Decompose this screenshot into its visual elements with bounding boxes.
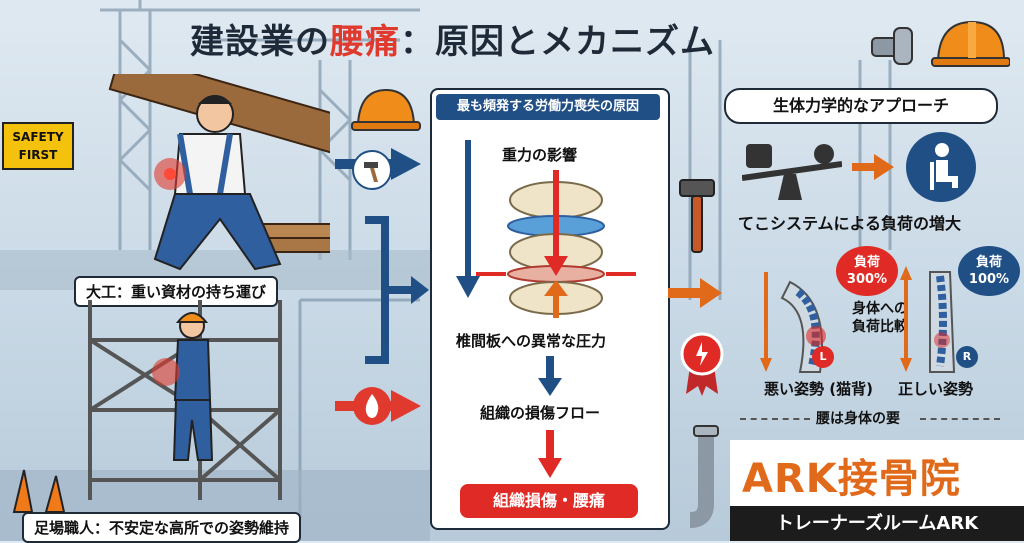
carpenter-label: 大工：重い資材の持ち運び [74,276,279,307]
brand-name: ARK接骨院 [742,456,961,502]
flow-arrow-1 [538,356,562,396]
result-badge: 組織損傷・腰痛 [460,484,638,518]
good-posture-label: 正しい姿勢 [898,380,974,398]
flow-arrow-2 [538,430,562,478]
divider [740,418,810,420]
good-load-label: 負荷 [975,255,1002,270]
core-label: 腰は身体の要 [816,411,900,427]
compare-line1: 身体への [852,301,908,317]
title-accent: 腰痛 [330,22,400,62]
compare-line2: 負荷比較 [852,319,908,335]
scaffold-label: 足場職人：不安定な高所での姿勢維持 [22,512,302,543]
good-posture-spine [900,266,956,373]
sign-line2: FIRST [18,148,58,162]
biomech-header: 生体力学的なアプローチ [724,88,998,124]
arrow-right-icon [852,154,894,180]
badge-l: L [812,346,834,368]
traffic-cone-icon [12,469,66,513]
spine-disc-illustration [456,140,636,318]
bad-load-percent: 300% [846,272,888,287]
alert-badge-icon [680,332,724,396]
fire-icon [353,387,391,425]
sign-line1: SAFETY [12,130,64,144]
helmet-icon [351,88,421,131]
brand-block: ARK接骨院 トレーナーズルームARK [730,440,1024,541]
helmet-icon [931,20,1010,67]
pressure-label: 椎間板への異常な圧力 [456,332,607,350]
gravity-label: 重力の影響 [502,146,578,164]
hammer-icon [352,150,392,190]
good-load-percent: 100% [968,272,1010,287]
safety-sign: SAFETY FIRST [2,122,74,170]
seesaw-icon [742,144,842,200]
title-suffix: ：原因とメカニズム [400,22,715,62]
sitting-person-icon [906,132,976,202]
mechanism-header: 最も頻発する労働力喪失の原因 [436,94,660,120]
brand-subtitle: トレーナーズルームARK [730,506,1024,541]
good-load-bubble: 負荷 100% [958,246,1020,296]
compare-label: 身体への 負荷比較 [852,300,908,336]
badge-r: R [956,346,978,368]
page-title: 建設業の腰痛：原因とメカニズム [190,14,810,64]
bad-load-label: 負荷 [853,255,880,270]
bad-posture-label: 悪い姿勢 (猫背) [764,380,873,398]
bad-posture-spine [760,272,826,373]
bad-load-bubble: 負荷 300% [836,246,898,296]
flow-arrow-right [668,278,722,308]
pipe-icon [871,27,913,65]
hammer-icon [679,179,715,253]
carpenter-illustration [108,74,330,271]
damage-flow-label: 組織の損傷フロー [480,404,601,422]
lever-label: てこシステムによる負荷の増大 [738,214,962,233]
divider [920,418,1000,420]
pipe-icon [689,425,719,528]
title-prefix: 建設業の [190,22,330,62]
scaffold-illustration [88,300,282,500]
mechanism-panel: 最も頻発する労働力喪失の原因 重力の影響 椎間板への異常な圧力 組織の損傷フロー… [430,88,670,530]
